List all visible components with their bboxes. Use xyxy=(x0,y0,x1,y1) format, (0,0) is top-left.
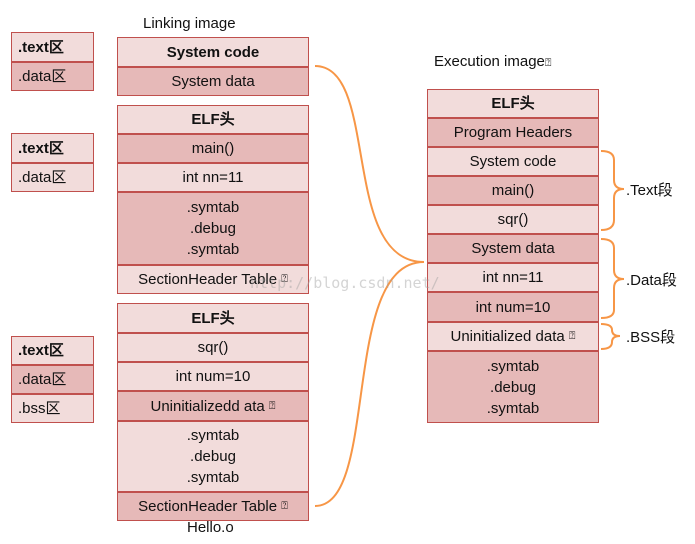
left-group3-data: .data区 xyxy=(11,365,94,394)
obj1-main-func: main() xyxy=(117,134,309,163)
obj2-symtab-line2: .debug xyxy=(190,448,236,465)
obj2-section-header-table: SectionHeader Table ⍰ xyxy=(117,492,309,521)
left-group1-data-label: .data区 xyxy=(18,68,67,85)
execution-title-glyph: ⍰ xyxy=(544,57,552,69)
obj2-sqr-func: sqr() xyxy=(117,333,309,362)
segment-bss-label: .BSS段 xyxy=(626,329,676,346)
left-group2-text: .text区 xyxy=(11,133,94,163)
linking-system-data: System data xyxy=(117,67,309,96)
left-group2-text-label: .text区 xyxy=(18,139,64,157)
brace-text xyxy=(600,150,625,231)
connector-bottom xyxy=(314,261,425,507)
exe-system-data: System data xyxy=(427,234,599,263)
linking-system-code: System code xyxy=(117,37,309,67)
execution-image-title: Execution image⍰ xyxy=(434,53,552,70)
obj2-section-header-table-label: SectionHeader Table xyxy=(138,498,278,515)
left-group1-text-label: .text区 xyxy=(18,38,64,56)
obj2-var-num: int num=10 xyxy=(117,362,309,391)
exe-main: main() xyxy=(427,176,599,205)
obj1-section-header-table-label: SectionHeader Table xyxy=(138,271,278,288)
obj2-uninit: Uninitializedd ata ⍰ xyxy=(117,391,309,421)
exe-sqr: sqr() xyxy=(427,205,599,234)
linking-image-title: Linking image xyxy=(143,15,236,32)
watermark: http://blog.csdn.net/ xyxy=(250,274,440,292)
exe-nn: int nn=11 xyxy=(427,263,599,292)
obj1-var-nn: int nn=11 xyxy=(117,163,309,192)
execution-image-title-text: Execution image xyxy=(434,53,545,70)
left-group3-text-label: .text区 xyxy=(18,342,64,359)
obj2-filename: Hello.o xyxy=(187,519,234,536)
obj1-symtab-line1: .symtab xyxy=(186,199,240,216)
obj2-uninit-label: Uninitializedd ata xyxy=(150,397,265,415)
obj1-section-table-glyph: ⍰ xyxy=(281,273,288,285)
exe-symtab-block: .symtab .debug .symtab xyxy=(427,351,599,423)
left-group3-data-label: .data区 xyxy=(18,371,67,388)
left-group1-text: .text区 xyxy=(11,32,94,62)
left-group3-text: .text区 xyxy=(11,336,94,365)
left-group3-bss-label: .bss区 xyxy=(18,400,61,417)
exe-uninit-label: Uninitialized data xyxy=(450,328,565,345)
obj1-symtab-line3: .symtab xyxy=(186,241,240,258)
left-group2-data: .data区 xyxy=(11,163,94,192)
exe-num: int num=10 xyxy=(427,292,599,322)
segment-text-label: .Text段 xyxy=(626,182,673,199)
left-group1-data: .data区 xyxy=(11,62,94,91)
brace-bss xyxy=(600,323,621,350)
left-group2-data-label: .data区 xyxy=(18,169,67,186)
obj2-uninit-glyph: ⍰ xyxy=(268,399,276,412)
obj2-symtab-block: .symtab .debug .symtab xyxy=(117,421,309,492)
exe-elf-header: ELF头 xyxy=(427,89,599,118)
left-group3-bss: .bss区 xyxy=(11,394,94,423)
exe-uninit: Uninitialized data ⍰ xyxy=(427,322,599,351)
obj1-symtab-block: .symtab .debug .symtab xyxy=(117,192,309,265)
obj1-section-header-table: SectionHeader Table ⍰ xyxy=(117,265,309,294)
obj1-elf-header: ELF头 xyxy=(117,105,309,134)
obj1-symtab-line2: .debug xyxy=(190,220,236,237)
exe-system-code: System code xyxy=(427,147,599,176)
obj2-symtab-line3: .symtab xyxy=(186,469,240,486)
obj2-section-table-glyph: ⍰ xyxy=(281,500,288,512)
exe-symtab-line1: .symtab xyxy=(486,357,540,375)
brace-data xyxy=(600,238,625,319)
exe-symtab-line3: .symtab xyxy=(486,399,540,417)
obj2-symtab-line1: .symtab xyxy=(186,427,240,444)
exe-program-headers: Program Headers xyxy=(427,118,599,147)
exe-uninit-glyph: ⍰ xyxy=(568,330,576,342)
obj2-elf-header: ELF头 xyxy=(117,303,309,333)
connector-top xyxy=(314,65,425,263)
segment-data-label: .Data段 xyxy=(626,272,677,289)
exe-symtab-line2: .debug xyxy=(490,378,536,396)
